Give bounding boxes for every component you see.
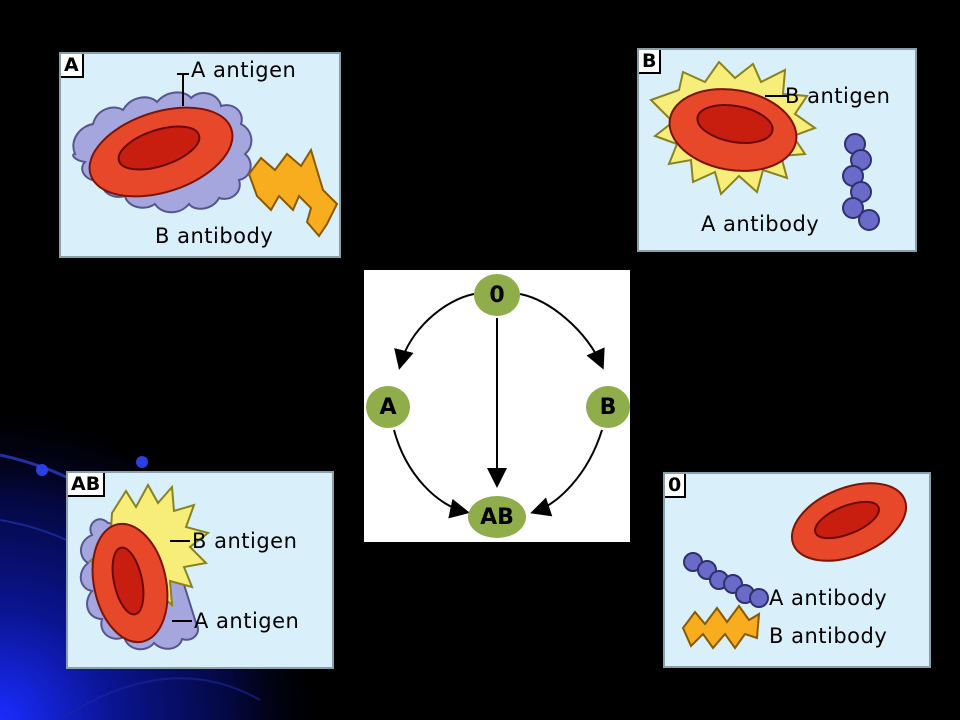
node-type-a: A bbox=[366, 386, 410, 428]
node-type-b: B bbox=[586, 386, 630, 428]
red-cell-inner bbox=[111, 546, 145, 616]
node-type-ab: AB bbox=[468, 496, 526, 538]
b-antigen-label: B antigen bbox=[785, 84, 891, 108]
transfusion-compatibility-diagram: 0 A B AB bbox=[364, 270, 630, 542]
node-type-0: 0 bbox=[474, 274, 520, 316]
b-antibody-shape bbox=[247, 147, 339, 238]
b-antigen-label: B antigen bbox=[192, 529, 298, 553]
a-antigen-label: A antigen bbox=[194, 609, 300, 633]
panel-type-a: A A antigen B antibody bbox=[59, 52, 341, 258]
panel-b-tag: B bbox=[639, 50, 662, 74]
type-0-illustration bbox=[681, 482, 908, 650]
type-ab-illustration bbox=[79, 482, 211, 651]
b-antibody-shape bbox=[681, 604, 761, 650]
a-antibody-shape bbox=[683, 552, 769, 608]
a-antigen-label: A antigen bbox=[191, 58, 297, 82]
panel-type-b: B B antigen A antibody bbox=[637, 48, 917, 252]
a-antibody-shape bbox=[842, 133, 880, 231]
red-cell-inner bbox=[696, 104, 774, 144]
b-antibody-label: B antibody bbox=[769, 624, 888, 648]
panel-0-tag: 0 bbox=[665, 474, 687, 498]
panel-ab-tag: AB bbox=[68, 473, 106, 497]
b-antibody-label: B antibody bbox=[155, 224, 274, 248]
compatibility-arrows bbox=[393, 293, 605, 519]
panel-a-tag: A bbox=[61, 54, 84, 78]
a-antibody-label: A antibody bbox=[769, 586, 888, 610]
red-cell-inner bbox=[814, 500, 880, 540]
panel-type-ab: AB B antigen A antigen bbox=[66, 471, 334, 669]
a-antibody-label: A antibody bbox=[701, 212, 820, 236]
type-a-illustration bbox=[72, 73, 339, 238]
red-cell-inner bbox=[117, 125, 201, 171]
type-b-illustration bbox=[649, 60, 880, 231]
panel-type-0: 0 A antibody B antibody bbox=[663, 472, 931, 668]
